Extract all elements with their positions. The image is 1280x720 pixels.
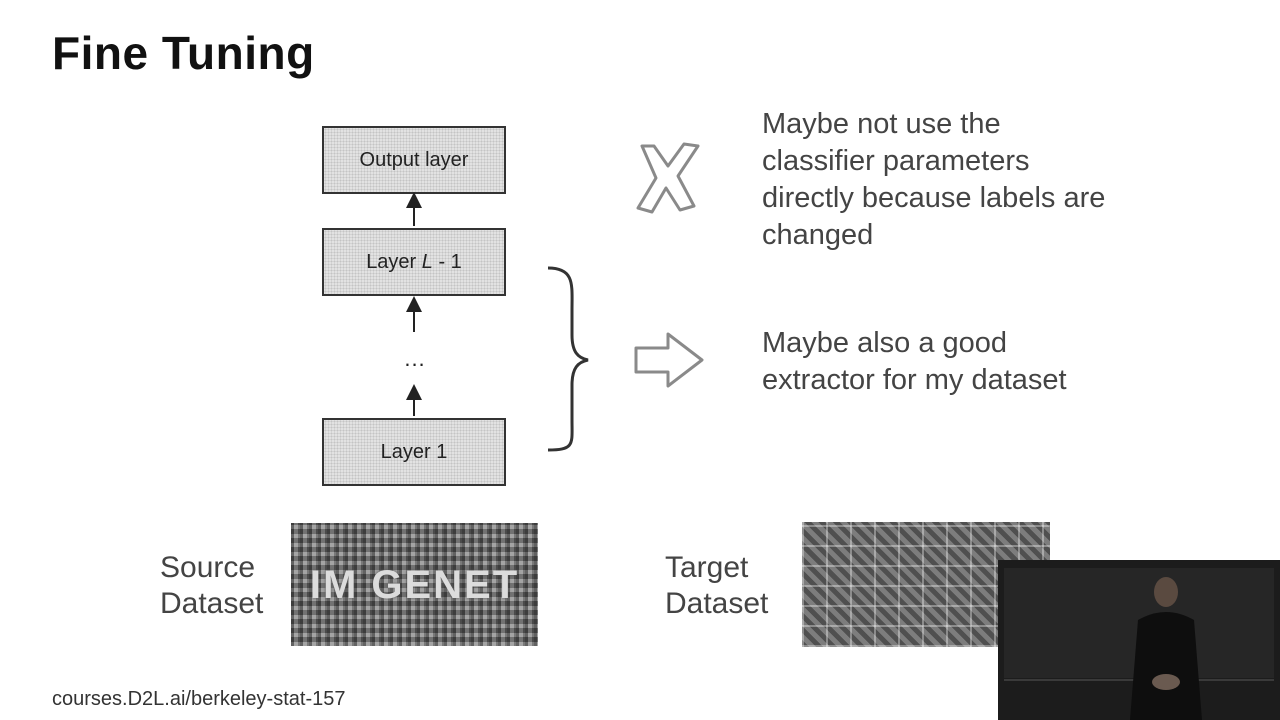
classifier-note: Maybe not use the classifier parameters … (762, 108, 1106, 251)
layer-1-box: Layer 1 (322, 418, 506, 486)
imagenet-image: IM GENET (291, 523, 538, 646)
right-arrow-icon (634, 332, 704, 388)
target-dataset-label: Target Dataset (665, 551, 769, 620)
presenter-video (998, 560, 1280, 720)
footer-course-link[interactable]: courses.D2L.ai/berkeley-stat-157 (52, 688, 346, 710)
layer-l-minus-1-label: Layer L - 1 (366, 250, 462, 273)
extractor-note: Maybe also a good extractor for my datas… (762, 327, 1067, 396)
cross-mark-icon (636, 142, 700, 214)
presenter-silhouette (998, 560, 1280, 720)
layer-l-minus-1-box: Layer L - 1 (322, 228, 506, 296)
layer-1-label: Layer 1 (380, 440, 448, 463)
output-layer-box: Output layer (322, 126, 506, 194)
imagenet-logo-text: IM GENET (309, 563, 520, 607)
slide-title: Fine Tuning (52, 27, 315, 79)
output-layer-label: Output layer (359, 148, 469, 171)
source-dataset-label: Source Dataset (160, 551, 264, 620)
layer-ellipsis: ... (404, 346, 426, 371)
right-curly-brace (547, 266, 589, 452)
